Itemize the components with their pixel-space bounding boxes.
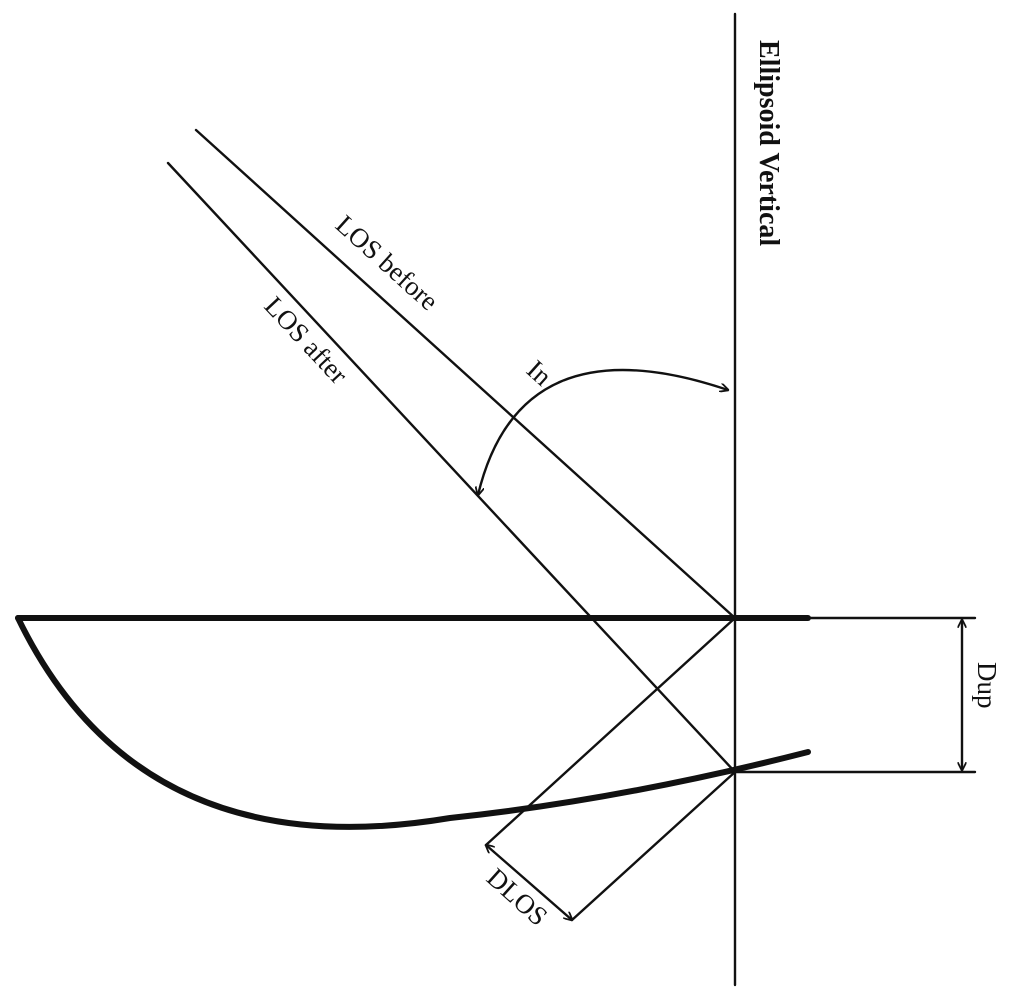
ellipsoid-vertical-label: Ellipsoid Vertical (753, 40, 784, 246)
dup-label: Dup (972, 662, 1002, 709)
los-before-line (194, 128, 737, 620)
dlos-arrow (486, 845, 572, 920)
los-after-line (166, 161, 737, 774)
dlos-construction-line-a (484, 616, 737, 847)
los-before-label: LOS before (330, 209, 444, 316)
los-after-label: LOS after (259, 291, 354, 390)
incidence-angle-arc (478, 368, 728, 495)
dlos-construction-line-b (570, 770, 737, 922)
surface-after-curve (15, 615, 811, 830)
